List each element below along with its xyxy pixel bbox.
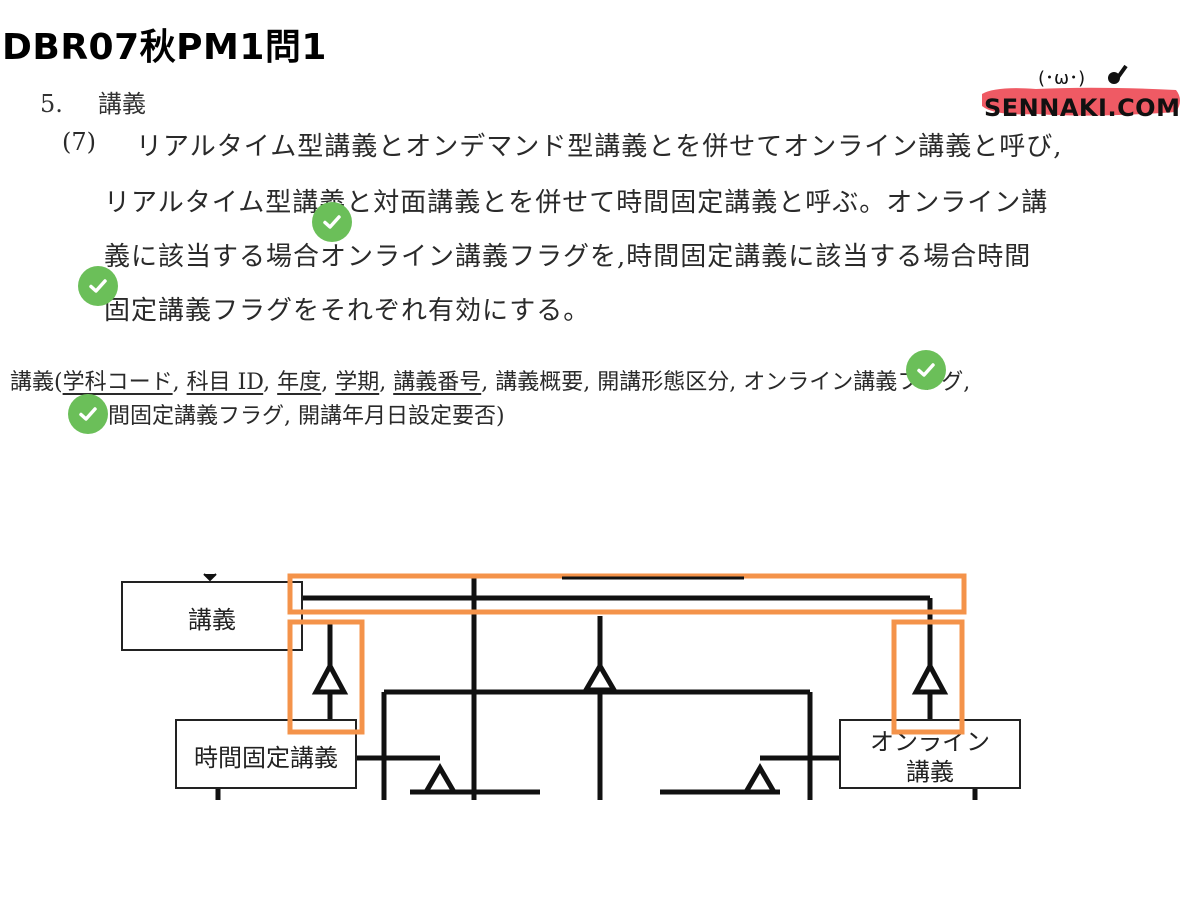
entity-online-label-2: 講義 — [906, 758, 954, 786]
schema-attribute: 学期 — [335, 370, 380, 395]
schema-line-2: 時間固定講義フラグ, 開講年月日設定要否) — [86, 404, 505, 429]
highlight-box — [287, 619, 365, 735]
paragraph-line: 義に該当する場合オンライン講義フラグを,時間固定講義に該当する場合時間 — [104, 242, 1032, 272]
page-title: DBR07秋PM1問1 — [2, 27, 327, 68]
entity-fixed-time-label: 時間固定講義 — [194, 744, 338, 772]
schema-attribute: 開講形態区分 — [597, 370, 730, 395]
schema-attribute: 講義概要 — [495, 370, 584, 395]
highlight-box — [891, 619, 965, 735]
schema-entity: 講義 — [10, 370, 55, 395]
logo-text: SENNAKI.COM — [984, 94, 1181, 122]
paragraph-line: 固定講義フラグをそれぞれ有効にする。 — [104, 296, 591, 326]
paragraph-line: リアルタイム型講義とオンデマンド型講義とを併せてオンライン講義と呼び, — [136, 132, 1063, 162]
sennaki-logo: (･ω･) — [982, 64, 1180, 116]
entity-lecture-box — [121, 581, 303, 651]
highlight-box — [287, 573, 967, 615]
paragraph-line: リアルタイム型講義と対面講義とを併せて時間固定講義と呼ぶ。オンライン講 — [104, 188, 1049, 218]
er-diagram: 講義 時間固定講義 オンライン 講義 — [121, 573, 1021, 800]
section-number: 5. — [40, 90, 63, 118]
entity-lecture-label: 講義 — [188, 606, 236, 634]
schema-attribute: 学科コード — [62, 370, 173, 395]
schema-line-1: 講義(学科コード, 科目 ID, 年度, 学期, 講義番号, 講義概要, 開講形… — [10, 370, 971, 395]
logo-face: (･ω･) — [1038, 68, 1085, 89]
schema-attribute: 年度 — [277, 370, 322, 395]
schema-attribute: 科目 ID — [186, 370, 264, 395]
schema-attribute: 講義番号 — [393, 370, 482, 395]
paragraph-number: (7) — [62, 128, 96, 156]
check-icon — [68, 394, 108, 434]
schema-open-paren: ( — [54, 370, 63, 395]
section-title: 講義 — [98, 90, 146, 118]
section-heading: 5. 講義 — [40, 84, 146, 119]
check-icon — [78, 266, 118, 306]
check-icon — [906, 350, 946, 390]
brush-icon — [1108, 64, 1128, 84]
check-icon — [312, 202, 352, 242]
